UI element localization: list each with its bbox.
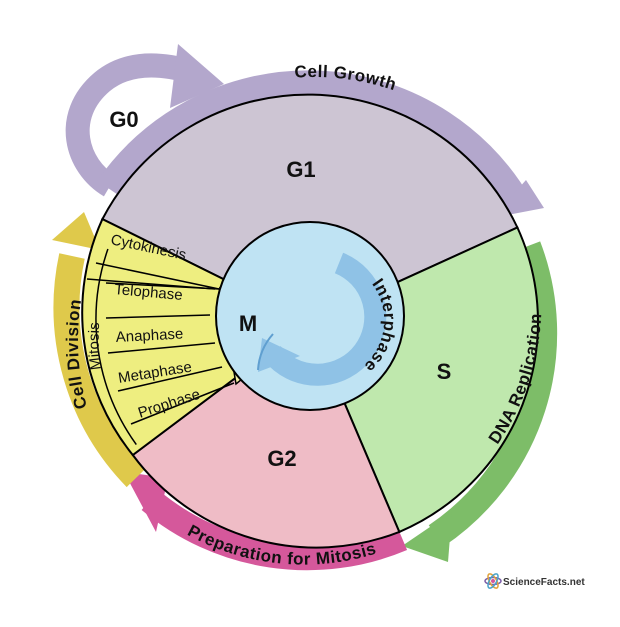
mitosis-sector [81,217,312,457]
mitosis-stage-anaphase: Anaphase [115,325,183,346]
mitosis-dividers [86,262,235,425]
g1-sector [101,93,519,324]
g2-label: G2 [267,446,296,471]
dna-replication-arc [402,241,558,562]
s-label: S [437,359,452,384]
logo-text: ScienceFacts.net [503,577,585,588]
mitosis-label: Mitosis [86,322,105,371]
g0-loop-arrow: G0 [65,44,224,197]
g0-label: G0 [109,107,138,132]
phase-wheel [81,93,539,549]
atom-icon [484,573,502,589]
sciencefacts-logo: ScienceFacts.net [484,573,585,589]
interphase-arrow [263,252,387,386]
g1-label: G1 [286,157,315,182]
m-label: M [239,311,257,336]
preparation-for-mitosis-arc [124,472,408,571]
cell-division-arc [52,212,146,488]
mitosis-stage-telophase: Telophase [114,281,184,304]
